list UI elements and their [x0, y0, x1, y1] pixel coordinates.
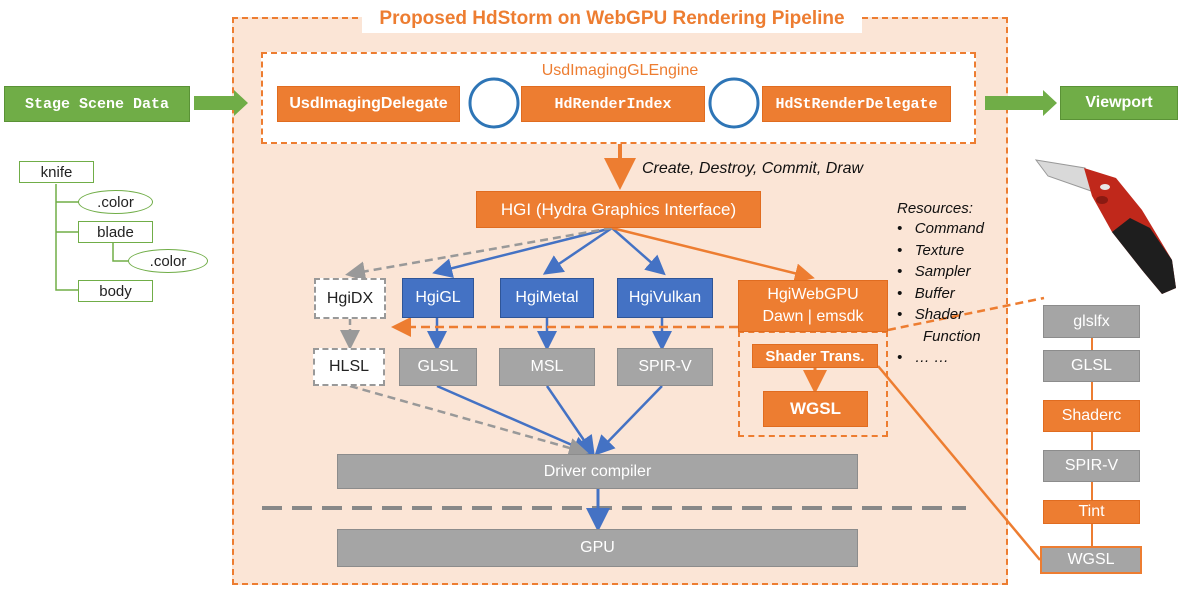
resource-item: • … …	[897, 349, 949, 366]
spirv-box: SPIR-V	[617, 348, 713, 386]
hdst-render-delegate: HdStRenderDelegate	[762, 86, 951, 122]
resource-item: Function	[923, 327, 981, 345]
resources-list: • Command • Texture • Sampler • Buffer •…	[897, 220, 1007, 370]
chain-glslfx: glslfx	[1043, 305, 1140, 338]
resource-item: • Sampler	[897, 263, 971, 280]
viewport: Viewport	[1060, 86, 1178, 120]
tree-node-blade: blade	[78, 221, 153, 243]
engine-label: UsdImagingGLEngine	[541, 62, 699, 79]
knife-image	[1034, 159, 1176, 294]
wgsl-box: WGSL	[763, 391, 868, 427]
tree-node-knife: knife	[19, 161, 94, 183]
msl-box: MSL	[499, 348, 595, 386]
chain-wgsl: WGSL	[1040, 546, 1142, 574]
chain-tint: Tint	[1043, 500, 1140, 524]
stage-scene-data: Stage Scene Data	[4, 86, 190, 122]
shader-trans: Shader Trans.	[752, 344, 878, 368]
viewport-arrow	[985, 90, 1057, 116]
hgi-box: HGI (Hydra Graphics Interface)	[476, 191, 761, 228]
driver-compiler: Driver compiler	[337, 454, 858, 489]
stage-arrow	[194, 90, 248, 116]
hgi-vulkan: HgiVulkan	[617, 278, 713, 318]
resource-item: • Shader	[897, 306, 964, 323]
hgi-webgpu-title: HgiWebGPU	[767, 286, 859, 303]
glsl-box: GLSL	[399, 348, 477, 386]
resource-item: • Command	[897, 220, 984, 237]
tree-node-body: body	[78, 280, 153, 302]
hgi-gl: HgiGL	[402, 278, 474, 318]
gpu-box: GPU	[337, 529, 858, 567]
chain-spirv: SPIR-V	[1043, 450, 1140, 482]
resource-item: • Texture	[897, 241, 965, 259]
hgi-commands: Create, Destroy, Commit, Draw	[642, 160, 864, 177]
hgi-dx: HgiDX	[314, 278, 386, 319]
usdimaging-delegate: UsdImagingDelegate	[277, 86, 460, 122]
hlsl-box: HLSL	[313, 348, 385, 386]
hgi-webgpu-subtitle: Dawn | emsdk	[762, 308, 864, 325]
webgpu-container	[738, 331, 888, 437]
chain-shaderc: Shaderc	[1043, 400, 1140, 432]
tree-node-knife-color: .color	[78, 190, 153, 214]
diagram-title: Proposed HdStorm on WebGPU Rendering Pip…	[362, 5, 862, 33]
resources-heading: Resources:	[897, 200, 973, 217]
hgi-webgpu: HgiWebGPU Dawn | emsdk	[738, 280, 888, 332]
hgi-metal: HgiMetal	[500, 278, 594, 318]
chain-glsl: GLSL	[1043, 350, 1140, 382]
tree-node-blade-color: .color	[128, 249, 208, 273]
resource-item: • Buffer	[897, 284, 955, 302]
hd-render-index: HdRenderIndex	[521, 86, 705, 122]
